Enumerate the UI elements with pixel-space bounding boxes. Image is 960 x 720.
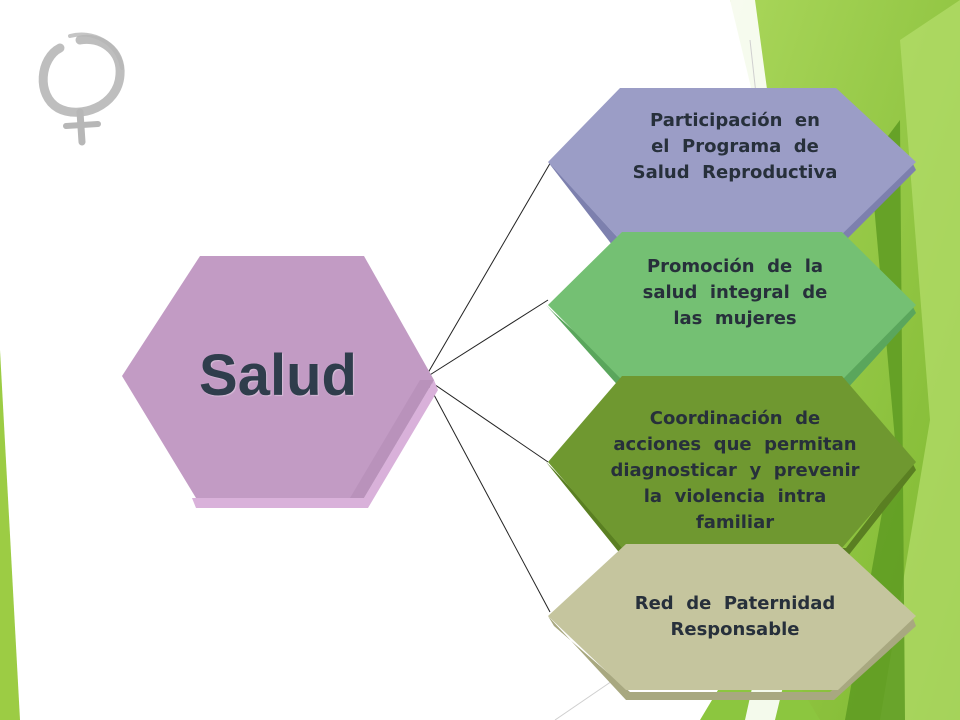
center-hexagon-shade [350, 380, 434, 498]
left-green-stripe [0, 350, 20, 720]
hexagon-promocion-face [548, 232, 916, 380]
label-coordinacion-line-3: diagnosticar y prevenir [610, 460, 860, 481]
label-coordinacion-line-1: Coordinación de [649, 408, 821, 429]
hexagon-coordinacion-face [548, 376, 916, 548]
hexagon-promocion [546, 232, 916, 390]
center-label-salud: Salud [199, 342, 357, 408]
label-participacion-line-3: Salud Reproductiva [632, 162, 838, 183]
label-promocion: Promoción de la salud integral de las mu… [590, 250, 880, 336]
label-promocion-line-2: salud integral de [642, 282, 828, 303]
label-coordinacion: Coordinación de acciones que permitan di… [580, 398, 890, 544]
label-participacion-line-1: Participación en [650, 110, 820, 131]
label-paternidad-line-1: Red de Paternidad [634, 593, 836, 614]
center-hexagon [122, 256, 438, 508]
female-symbol-icon [38, 32, 125, 146]
label-paternidad: Red de Paternidad Responsable [590, 588, 880, 646]
label-coordinacion-line-4: la violencia intra [643, 486, 827, 507]
connector-line-1 [424, 159, 553, 379]
label-participacion: Participación en el Programa de Salud Re… [590, 104, 880, 190]
label-participacion-line-2: el Programa de [651, 136, 819, 157]
connector-lines [424, 159, 553, 613]
hexagon-participacion-face [548, 88, 916, 240]
hexagon-participacion [548, 88, 916, 250]
hexagon-paternidad [548, 544, 916, 700]
connector-line-2 [424, 299, 549, 379]
label-paternidad-line-2: Responsable [670, 619, 800, 640]
right-green-stripe-dark [845, 120, 905, 720]
label-promocion-line-1: Promoción de la [646, 256, 824, 277]
center-hexagon-face [122, 256, 434, 498]
hexagon-coordinacion [546, 376, 916, 556]
label-promocion-line-3: las mujeres [673, 308, 797, 329]
right-green-stripe-light [880, 0, 960, 720]
connector-line-3 [424, 377, 549, 463]
hexagon-paternidad-face [548, 544, 916, 690]
connector-line-4 [424, 377, 551, 613]
label-coordinacion-line-5: familiar [695, 512, 775, 533]
label-coordinacion-line-2: acciones que permitan [613, 434, 857, 455]
